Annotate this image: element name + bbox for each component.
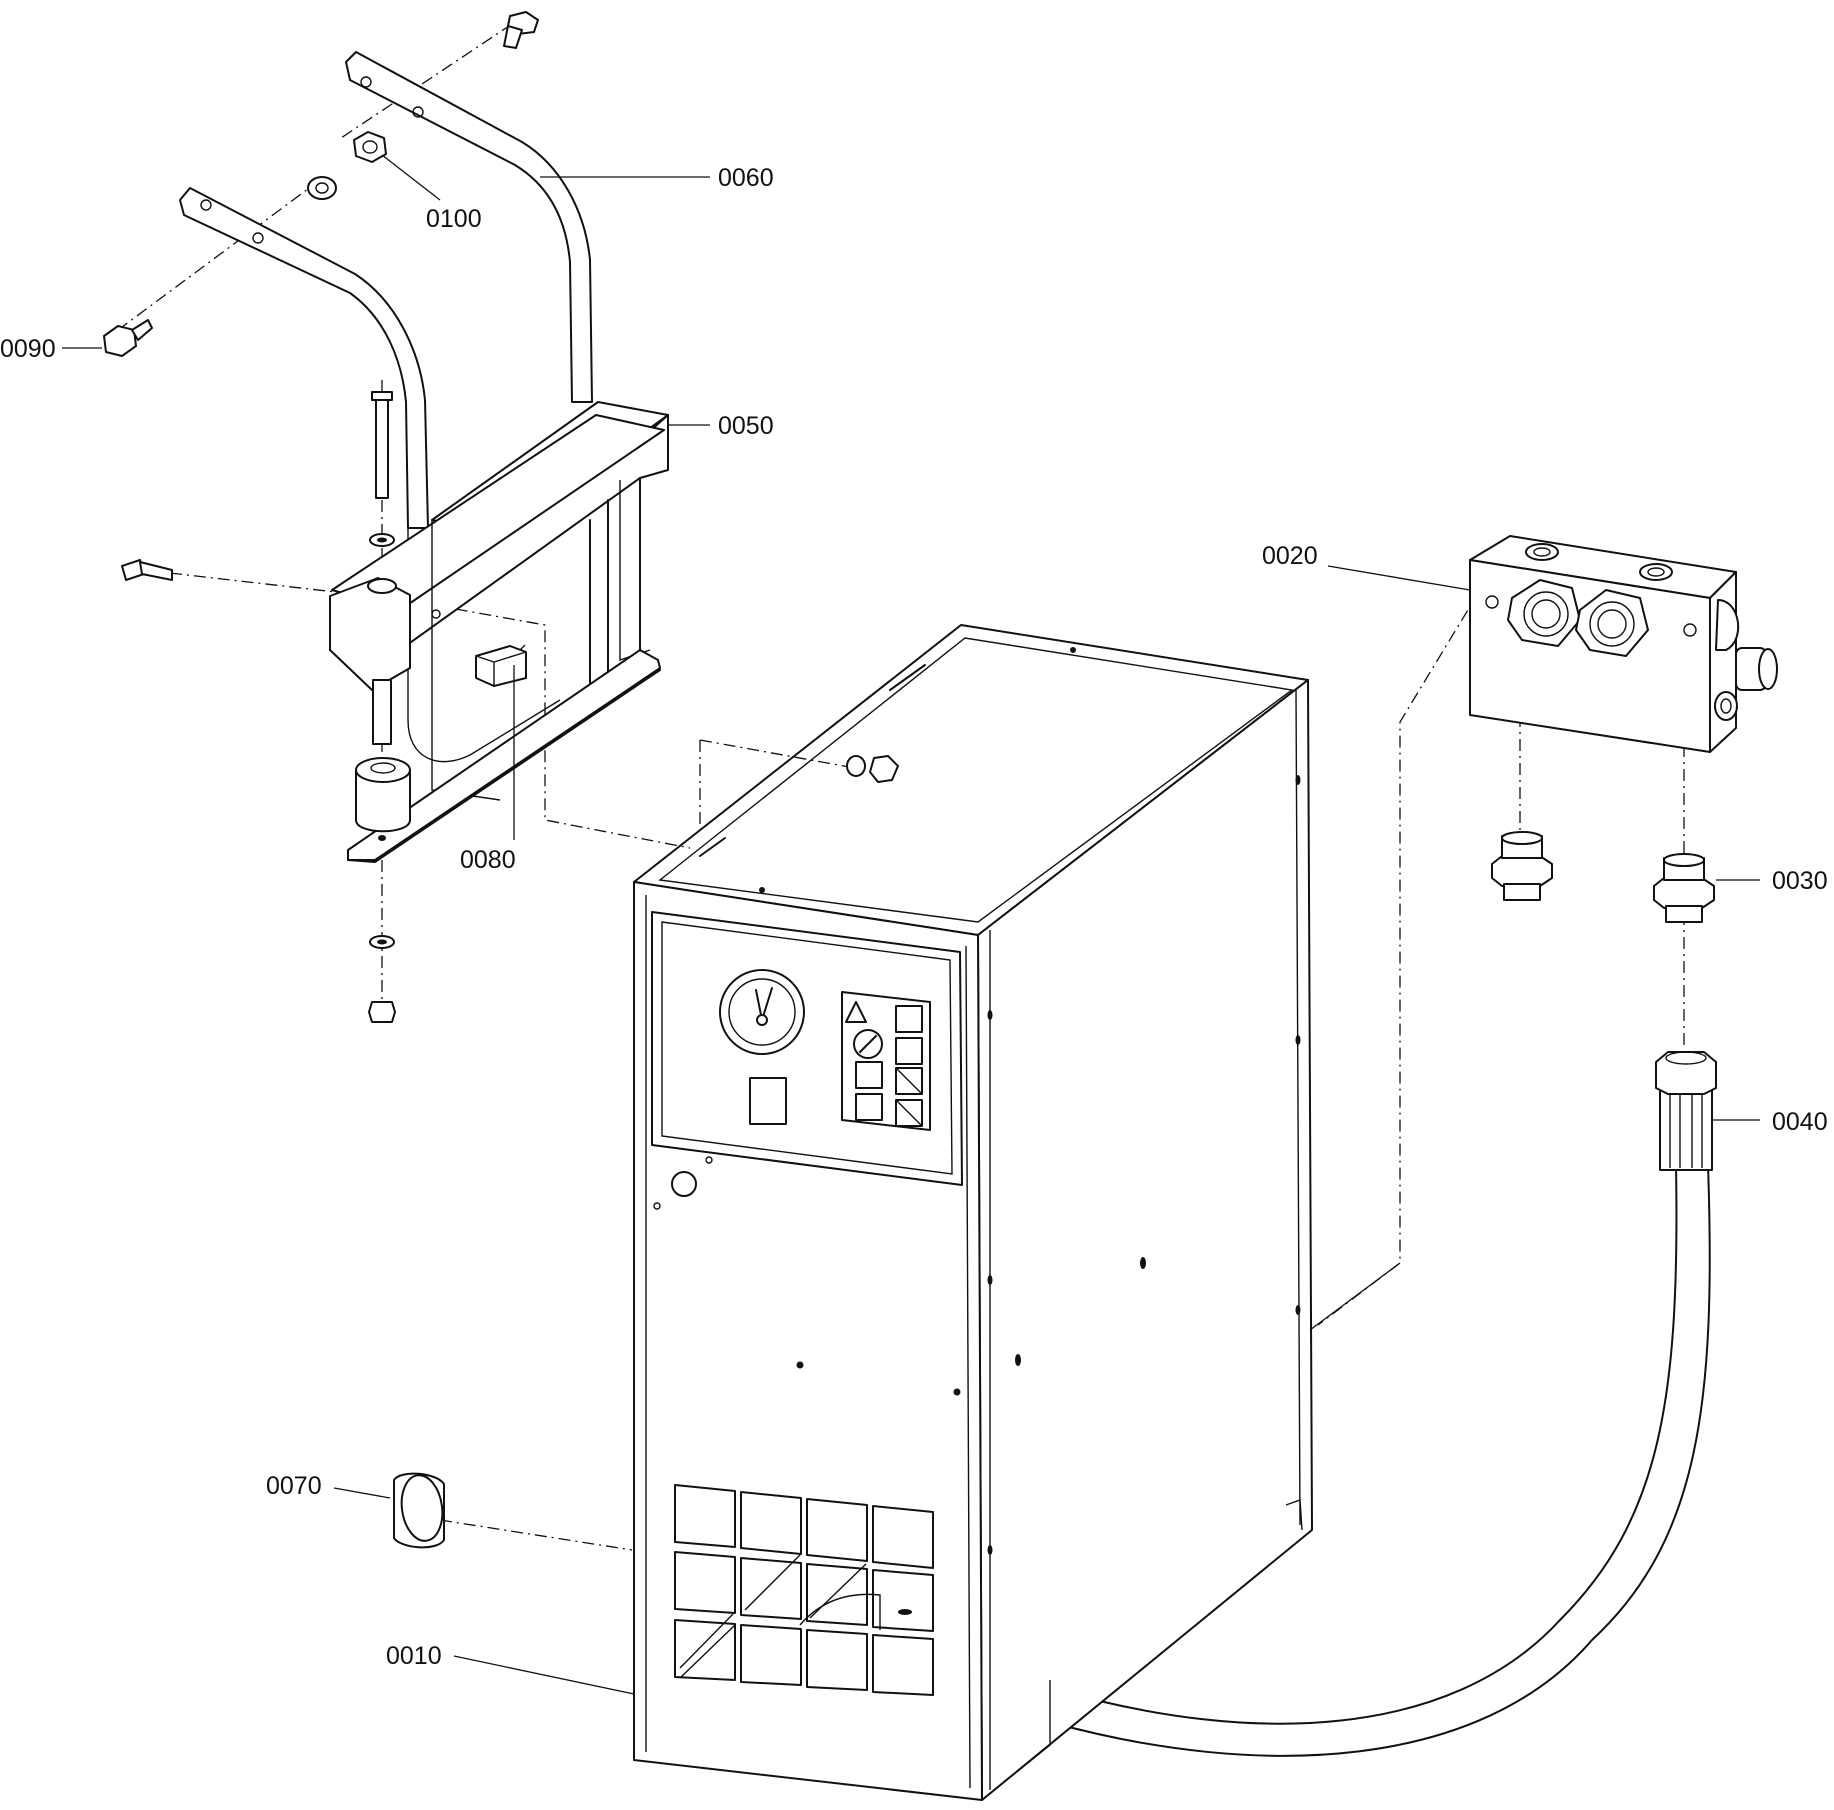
vent-grille [674,1484,934,1696]
display-window [749,1077,787,1125]
part-0020-manifold [1469,535,1778,753]
part-0090-bolt [103,319,173,581]
part-0100-nut-washer [307,11,539,200]
part-0010-cabinet [633,624,1313,1801]
part-0080-block [475,645,527,687]
part-labels: 0060 0100 0090 0050 0080 0020 0030 0040 … [0,164,1828,1670]
gauge-icon [719,969,805,1055]
label-0080: 0080 [460,846,516,874]
label-0070: 0070 [266,1472,322,1500]
label-0010: 0010 [386,1642,442,1670]
part-0060-handle [179,51,593,763]
part-0040-hose [1049,1051,1717,1757]
cabinet-top-fasteners [846,755,899,783]
label-0030: 0030 [1772,867,1828,895]
part-0070-cap [393,1472,445,1549]
label-0050: 0050 [718,412,774,440]
part-0030-fittings [1491,831,1715,923]
label-0060: 0060 [718,164,774,192]
part-0050-bracket-frame [329,391,669,1023]
label-0100: 0100 [426,205,482,233]
label-0090: 0090 [0,335,56,363]
label-0020: 0020 [1262,542,1318,570]
leader-lines [62,154,1760,1695]
label-0040: 0040 [1772,1108,1828,1136]
warning-triangle-icon [845,1001,867,1023]
